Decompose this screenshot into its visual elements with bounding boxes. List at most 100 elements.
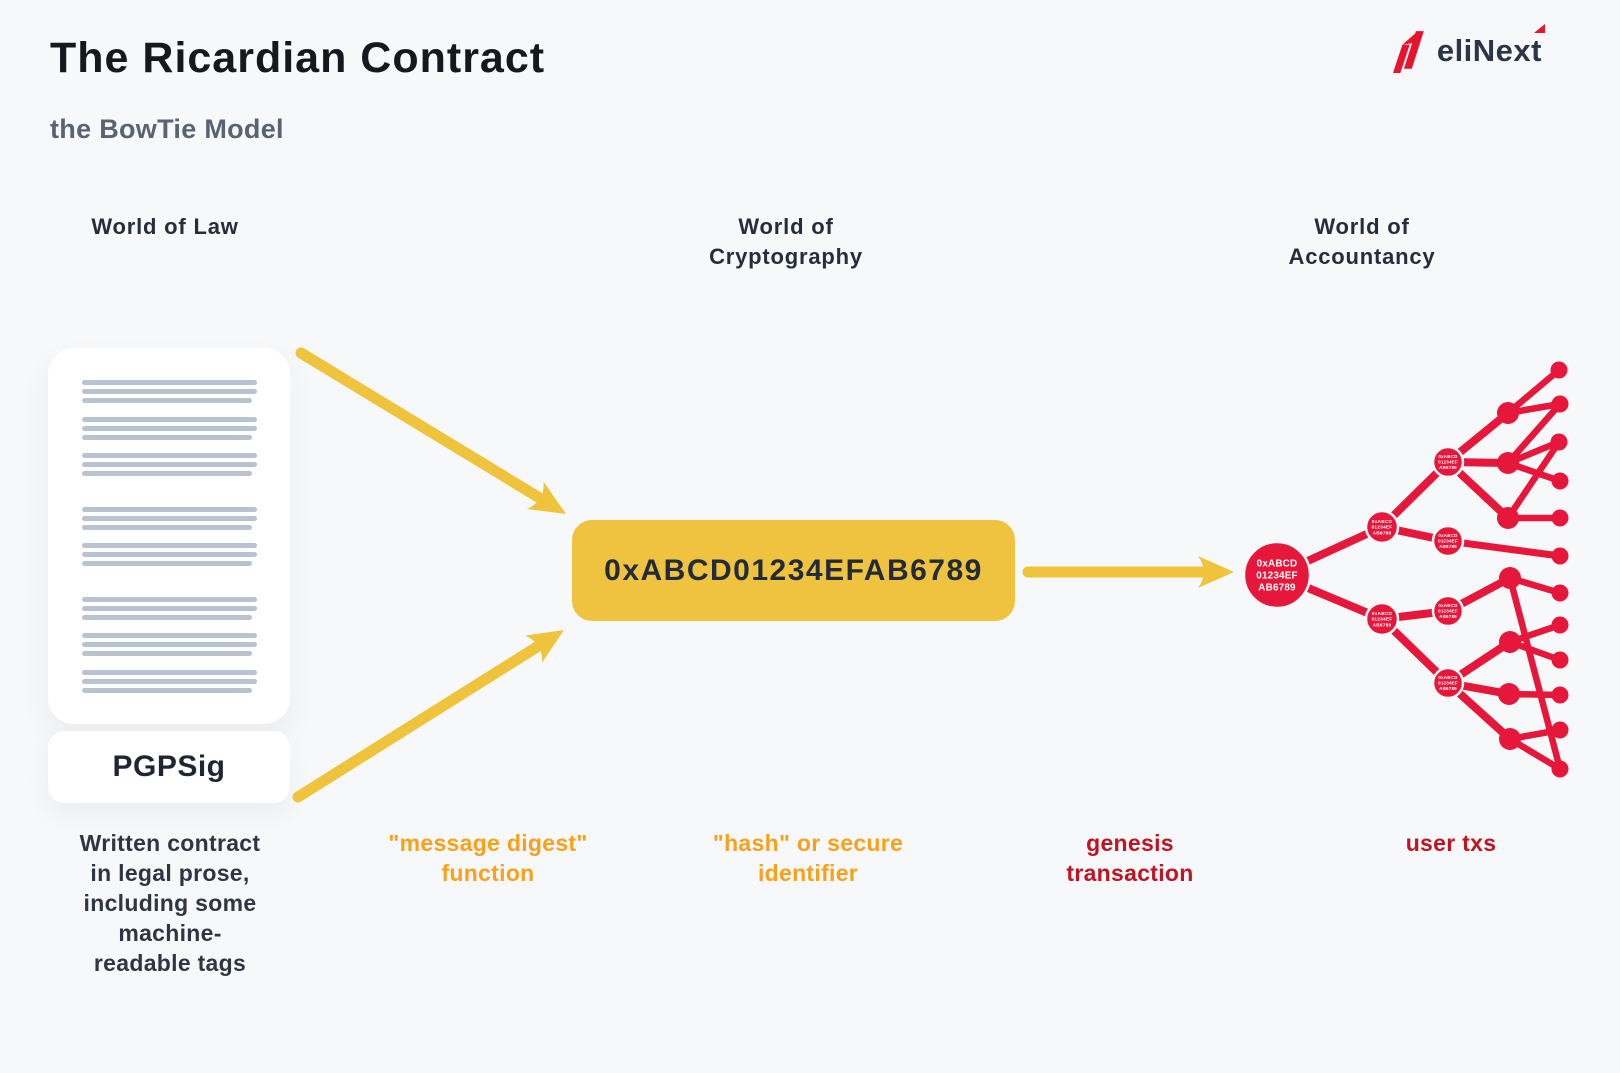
doc-line bbox=[82, 516, 257, 521]
doc-line bbox=[82, 679, 257, 684]
tree-edge bbox=[1506, 574, 1564, 597]
doc-line-group bbox=[82, 417, 257, 444]
flow-arrowhead bbox=[525, 630, 564, 663]
doc-line bbox=[82, 507, 257, 512]
doc-line bbox=[82, 688, 252, 693]
tree-node-R8 bbox=[1551, 616, 1569, 634]
doc-line bbox=[82, 651, 252, 656]
tree-node-R5 bbox=[1551, 509, 1569, 527]
column-header-accountancy: World of Accountancy bbox=[1288, 214, 1436, 269]
tree-node-R3 bbox=[1550, 433, 1568, 451]
tree-node-R1 bbox=[1550, 361, 1568, 379]
caption-hash-identifier: "hash" or secure identifier bbox=[712, 830, 904, 886]
tree-node-R9 bbox=[1551, 651, 1569, 669]
tree-edge bbox=[1506, 638, 1564, 664]
tree-node-C2 bbox=[1497, 452, 1519, 474]
column-header-cryptography: World of Cryptography bbox=[709, 214, 863, 269]
doc-line-group bbox=[82, 597, 257, 624]
doc-line-group bbox=[82, 453, 257, 480]
tree-edge bbox=[1444, 679, 1514, 743]
tree-node-R4 bbox=[1551, 472, 1569, 490]
tree-edge bbox=[1506, 726, 1564, 743]
caption-genesis-transaction: genesis transaction bbox=[1066, 830, 1194, 886]
doc-line-group bbox=[82, 507, 257, 534]
tree-node-B1 bbox=[1431, 594, 1465, 628]
doc-line bbox=[82, 525, 252, 530]
tree-node-A2 bbox=[1431, 524, 1465, 558]
tree-edge bbox=[1444, 409, 1512, 466]
page-title: The Ricardian Contract bbox=[50, 34, 546, 82]
tree-edge bbox=[1444, 638, 1514, 687]
tree-edge bbox=[1504, 438, 1563, 522]
tree-edge bbox=[1444, 458, 1512, 522]
document-text-lines bbox=[82, 348, 257, 724]
doc-line-group bbox=[82, 543, 257, 570]
tree-edge bbox=[1506, 735, 1564, 773]
doc-line bbox=[82, 606, 257, 611]
pgpsig-card: PGPSig bbox=[48, 731, 290, 803]
tree-edge bbox=[1378, 615, 1452, 687]
doc-line bbox=[82, 453, 257, 458]
tree-node-A bbox=[1364, 509, 1400, 545]
tree-node-R10 bbox=[1551, 686, 1569, 704]
tree-edge bbox=[1444, 458, 1512, 467]
tree-edge bbox=[1506, 574, 1564, 773]
tree-edge bbox=[1378, 458, 1452, 531]
tree-edge bbox=[1273, 571, 1386, 623]
page-subtitle: the BowTie Model bbox=[50, 114, 284, 144]
doc-line bbox=[82, 426, 257, 431]
pgpsig-label: PGPSig bbox=[112, 750, 226, 783]
doc-line bbox=[82, 633, 257, 638]
tree-node-C7 bbox=[1499, 728, 1521, 750]
logo-accent-icon bbox=[1534, 24, 1545, 33]
tree-node-B bbox=[1364, 601, 1400, 637]
caption-user-txs: user txs bbox=[1405, 830, 1497, 856]
tree-edge bbox=[1378, 523, 1452, 545]
doc-line bbox=[82, 597, 257, 602]
column-header-law: World of Law bbox=[91, 214, 239, 239]
doc-line-group bbox=[82, 380, 257, 407]
tree-node-B2 bbox=[1431, 666, 1465, 700]
tree-node-R6 bbox=[1551, 547, 1569, 565]
tree-edge bbox=[1504, 459, 1564, 485]
doc-line bbox=[82, 380, 257, 385]
tree-node-R12 bbox=[1551, 760, 1569, 778]
flow-arrow-shaft bbox=[295, 347, 546, 504]
flow-arrowhead bbox=[526, 481, 566, 514]
tree-edge bbox=[1504, 400, 1564, 467]
tree-node-C3 bbox=[1497, 507, 1519, 529]
tree-edge bbox=[1504, 438, 1563, 467]
tree-edge bbox=[1444, 679, 1513, 698]
logo-wordmark: eliNext bbox=[1437, 24, 1545, 69]
tree-node-C4 bbox=[1499, 567, 1521, 589]
tree-edge bbox=[1504, 400, 1564, 417]
hash-value: 0xABCD01234EFAB6789 bbox=[604, 553, 983, 587]
caption-message-digest: "message digest" function bbox=[388, 830, 588, 886]
hash-value-box: 0xABCD01234EFAB6789 bbox=[572, 520, 1015, 621]
doc-line bbox=[82, 398, 252, 403]
doc-line bbox=[82, 642, 257, 647]
doc-line bbox=[82, 389, 257, 394]
tree-node-genesis bbox=[1242, 540, 1312, 610]
doc-line-group bbox=[82, 670, 257, 697]
tree-node-C1 bbox=[1497, 402, 1519, 424]
doc-line bbox=[82, 670, 257, 675]
caption-written-contract: Written contract in legal prose, includi… bbox=[79, 830, 261, 976]
tree-node-R2 bbox=[1551, 395, 1569, 413]
doc-line bbox=[82, 417, 257, 422]
tree-edge bbox=[1444, 537, 1564, 560]
doc-line bbox=[82, 471, 252, 476]
tree-node-R7 bbox=[1551, 584, 1569, 602]
tree-edge bbox=[1378, 607, 1452, 623]
brand-logo: eliNext bbox=[1384, 24, 1545, 74]
tree-node-R11 bbox=[1551, 721, 1569, 739]
tree-edge bbox=[1505, 690, 1564, 699]
doc-line bbox=[82, 462, 257, 467]
tree-edge bbox=[1504, 366, 1563, 417]
